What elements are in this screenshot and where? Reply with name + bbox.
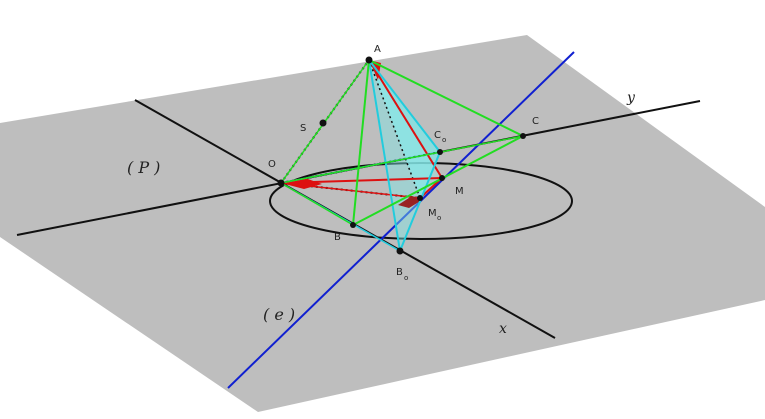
green-edge-o-c — [280, 135, 524, 184]
point-a — [365, 56, 373, 64]
green-edge-a-b — [352, 59, 370, 226]
cyan-edge-a-c0 — [368, 59, 441, 153]
point-s — [319, 119, 327, 127]
label-c0-sub: o — [442, 136, 446, 144]
line-e — [227, 51, 575, 389]
plane-p — [0, 35, 765, 412]
label-m: M — [455, 186, 464, 197]
label-m0-sub: o — [437, 214, 441, 222]
label-o: O — [268, 159, 276, 170]
label-b0: B — [396, 267, 403, 278]
cyan-face-a-m-m0 — [369, 60, 442, 198]
label-b0-sub: o — [404, 274, 408, 282]
green-edge-b-c — [352, 135, 524, 226]
label-c: C — [532, 116, 539, 127]
label-a: A — [374, 44, 381, 55]
label-axis-y: y — [626, 90, 636, 106]
point-m — [439, 175, 445, 181]
red-edge-a-m — [368, 59, 443, 179]
point-m0 — [417, 195, 423, 201]
cyan-face-a-c0-m0 — [369, 60, 440, 198]
point-c — [520, 133, 526, 139]
label-s: S — [300, 123, 306, 134]
label-b: B — [334, 232, 341, 243]
label-line-e: ( e ) — [263, 305, 295, 324]
right-angle-marker-o — [281, 178, 322, 189]
cyan-edge-b0-c0 — [399, 151, 441, 252]
point-o — [277, 179, 285, 187]
label-axis-x: x — [499, 321, 507, 337]
point-b — [350, 222, 356, 228]
right-angle-marker-m0 — [398, 196, 422, 208]
label-m0: M — [428, 208, 437, 219]
label-plane-p: ( P ) — [127, 158, 160, 177]
green-edge-a-c — [368, 59, 524, 137]
point-c0 — [437, 149, 443, 155]
point-b0 — [396, 247, 404, 255]
cyan-edge-a-b0 — [368, 59, 401, 252]
label-c0: C — [434, 130, 441, 141]
green-edge-o-b — [280, 182, 354, 226]
